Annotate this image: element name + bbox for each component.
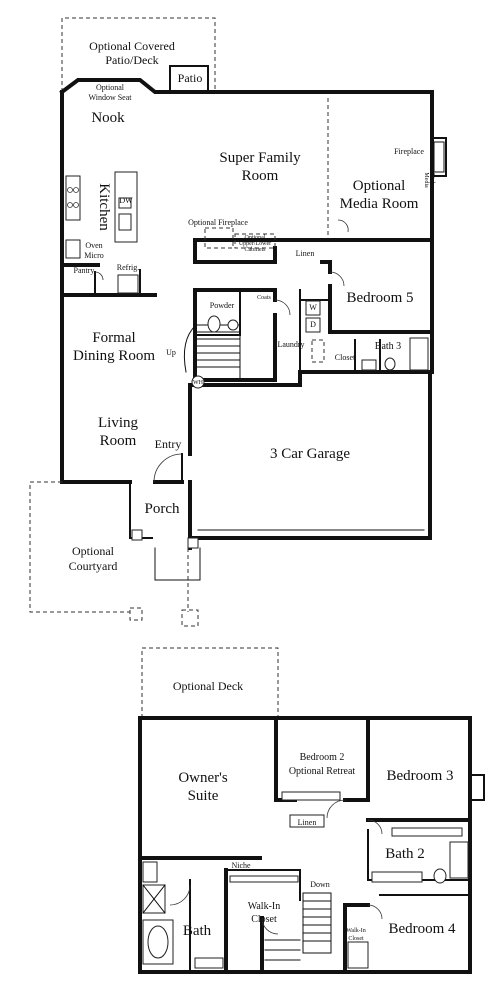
label-super-family-room-1: Super Family xyxy=(219,150,301,166)
fireplace-bump xyxy=(431,137,447,177)
bath-3-tub xyxy=(409,337,429,371)
label-bedroom-2-2: Optional Retreat xyxy=(289,766,356,777)
label-entry: Entry xyxy=(155,437,182,451)
optional-deck-outline xyxy=(141,647,279,718)
label-linen: Linen xyxy=(298,818,317,827)
label-fireplace: Fireplace xyxy=(394,147,424,156)
label-optional-cabinets-1: Optional xyxy=(245,235,266,241)
label-kitchen: Kitchen xyxy=(96,183,112,231)
label-owners-suite-1: Owner's xyxy=(178,770,228,786)
label-media-niche-1: Media xyxy=(423,172,429,188)
label-optional-cabinets-3: Cabinets xyxy=(245,247,267,253)
label-porch: Porch xyxy=(145,501,180,517)
linen-closet xyxy=(289,814,325,828)
label-refrig: Refrig. xyxy=(117,263,139,272)
label-living-room-1: Living xyxy=(98,415,138,431)
label-powder: Powder xyxy=(210,301,235,310)
label-bedroom-2-1: Bedroom 2 xyxy=(300,752,345,763)
label-optional-covered-patio-1: Optional Covered xyxy=(89,39,175,53)
label-wh: WH xyxy=(193,380,204,386)
second-floor-stairs xyxy=(264,892,332,961)
label-up: Up xyxy=(166,348,176,357)
label-niche: Niche xyxy=(231,861,251,870)
label-formal-dining-room-1: Formal xyxy=(92,330,135,346)
label-down: Down xyxy=(310,880,330,889)
second-floor-exterior-walls xyxy=(138,716,485,974)
label-laundry: Laundry xyxy=(277,340,304,349)
label-coats: Coats xyxy=(257,295,271,301)
cooktop xyxy=(65,175,81,221)
powder-toilet xyxy=(207,315,221,333)
first-floor-labels: Optional Covered Patio/Deck Patio Option… xyxy=(69,39,435,573)
first-floor-stairs xyxy=(183,324,241,380)
label-d: D xyxy=(310,320,316,329)
label-owners-suite-2: Suite xyxy=(188,788,219,804)
second-floor-labels: Optional Deck Owner's Suite Bedroom 2 Op… xyxy=(173,679,456,942)
washer xyxy=(305,300,321,316)
label-oven-micro-2: Micro xyxy=(84,251,104,260)
water-heater xyxy=(191,375,205,389)
first-floor-exterior-walls xyxy=(59,78,434,540)
refrigerator xyxy=(117,274,139,294)
label-bedroom-5: Bedroom 5 xyxy=(346,290,413,306)
label-super-family-room-2: Room xyxy=(242,168,279,184)
label-nook: Nook xyxy=(91,110,125,126)
label-bath-3: Bath 3 xyxy=(375,341,401,352)
label-closet: Closet xyxy=(335,353,356,362)
bedroom-2-closet xyxy=(281,791,341,801)
second-floor-plan xyxy=(138,647,485,974)
label-formal-dining-room-2: Dining Room xyxy=(73,348,155,364)
label-w: W xyxy=(309,303,317,312)
label-bath: Bath xyxy=(183,923,212,939)
label-optional-window-seat-2: Window Seat xyxy=(88,93,132,102)
label-bath-2: Bath 2 xyxy=(385,846,425,862)
label-pantry: Pantry xyxy=(74,266,95,275)
label-walk-in-closet-2: Closet xyxy=(251,914,277,925)
label-media-niche-2: Niche xyxy=(429,173,435,188)
label-living-room-2: Room xyxy=(100,433,137,449)
first-floor-plan xyxy=(29,17,447,627)
label-patio: Patio xyxy=(178,71,203,85)
label-optional-deck: Optional Deck xyxy=(173,679,243,693)
dryer xyxy=(305,317,321,333)
label-bedroom-4: Bedroom 4 xyxy=(388,921,456,937)
label-walk-in-closet-1: Walk-In xyxy=(248,901,281,912)
label-optional-cabinets-2: Upper/Lower xyxy=(239,241,271,247)
bath-2-tub xyxy=(449,841,469,879)
second-floor-interior-walls xyxy=(138,716,472,974)
label-dw: DW xyxy=(119,196,133,205)
label-optional-courtyard-1: Optional xyxy=(72,544,115,558)
optional-fireplace-box xyxy=(204,227,234,249)
optional-patio-outline xyxy=(61,17,216,92)
label-bedroom-3: Bedroom 3 xyxy=(386,768,453,784)
label-linen: Linen xyxy=(296,249,315,258)
label-optional-courtyard-2: Courtyard xyxy=(69,559,118,573)
label-optional-window-seat-1: Optional xyxy=(96,83,125,92)
optional-courtyard-outline xyxy=(29,481,130,613)
label-optional-covered-patio-2: Patio/Deck xyxy=(105,53,158,67)
label-walk-in-closet-small-1: Walk-In xyxy=(346,928,366,934)
label-walk-in-closet-small-2: Closet xyxy=(348,936,364,942)
label-optional-media-room-1: Optional xyxy=(353,178,406,194)
patio-box xyxy=(169,65,209,93)
label-optional-media-room-2: Media Room xyxy=(340,196,419,212)
label-optional-fireplace: Optional Fireplace xyxy=(188,218,248,227)
label-oven-micro-1: Oven xyxy=(85,241,102,250)
label-3-car-garage: 3 Car Garage xyxy=(270,446,350,462)
